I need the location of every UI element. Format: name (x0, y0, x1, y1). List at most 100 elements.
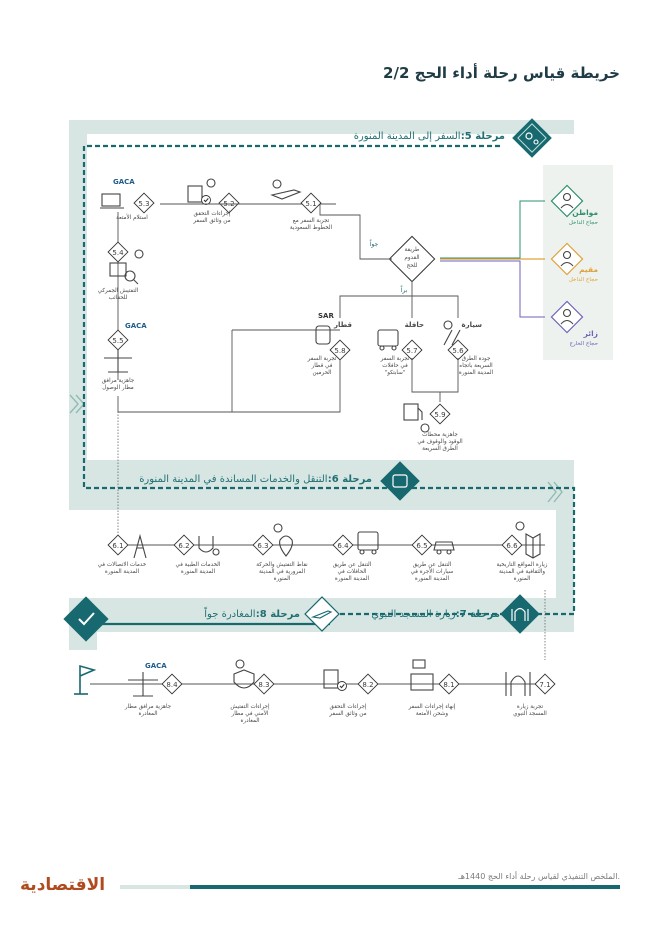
node-5-1: 5.1 تجربة السفر مع الخطوط السعودية (270, 179, 336, 231)
decision-line-1: طريقة (405, 247, 420, 253)
node-6-4-number: 6.4 (337, 542, 349, 550)
node-6-5-line-3: المدينة المنورة (415, 576, 450, 582)
svg-text:مرحلة 7: زيارة المسجد النب: مرحلة 7: زيارة المسجد النبوي (371, 609, 500, 620)
node-8-4-line-1: جاهزية مرافق مطار (124, 704, 172, 710)
footer-bar (190, 885, 620, 889)
node-5-3: GACA 5.3 استلام الأمتعة (100, 178, 155, 221)
node-6-3-number: 6.3 (257, 542, 268, 550)
airport-tower-icon (104, 350, 132, 373)
node-6-4: 6.4 التنقل عن طريق الحافلات في المدينة ا… (332, 531, 379, 582)
node-8-2-line-2: من وثائق السفر (328, 711, 366, 717)
node-5-4-line-2: للحقائب (109, 295, 128, 301)
node-7-1-line-1: تجربة زيارة (517, 704, 544, 710)
security-shield-icon (233, 669, 255, 689)
citizen-sub: حجاج الداخل (569, 220, 598, 226)
sar-logo: SAR (318, 312, 334, 320)
node-6-2-line-1: الخدمات الطبية في (176, 562, 221, 568)
stage8-badge (304, 596, 340, 632)
node-5-7: 5.7 تجربة السفر في حافلات "سابتكو" (377, 329, 423, 376)
stage5-badge (512, 118, 552, 158)
car-label: سيارة (461, 321, 482, 329)
node-6-2-line-2: المدينة المنورة (181, 569, 216, 575)
bag-icon (109, 262, 127, 277)
pilgrim-citizen: مواطن حجاج الداخل (550, 184, 598, 226)
node-6-3-line-3: المنورة (274, 576, 291, 582)
customs-emblem-icon (134, 249, 144, 259)
node-5-2-line-2: من وثائق السفر (192, 218, 230, 224)
check-icon (78, 612, 95, 626)
node-6-3-line-2: المرورية في المدينة (259, 569, 306, 575)
document-icon (187, 185, 203, 203)
node-8-4: GACA 8.4 جاهزية مرافق مطار المغادرة (124, 662, 183, 717)
node-5-4: 5.4 التفتيش الجمركي للحقائب (98, 241, 144, 301)
page-title: خريطة قياس رحلة أداء الحج 2/2 (383, 63, 620, 82)
left-band (69, 120, 87, 465)
node-6-5-line-2: سيارات الأجرة في (411, 567, 454, 575)
svg-text:مرحلة 8: المغادرة جواً: مرحلة 8: المغادرة جواً (204, 606, 300, 620)
node-8-1-number: 8.1 (443, 681, 454, 689)
air-branch-label: جواً (369, 240, 378, 248)
city-bus-icon (357, 531, 379, 551)
luggage-icon (101, 193, 121, 207)
node-6-6-line-1: زيارة المواقع التاريخية (497, 562, 548, 568)
svg-text:مرحلة 6: التنقل والخدمات ا: مرحلة 6: التنقل والخدمات المساندة في الم… (139, 474, 372, 485)
stage7-badge (500, 594, 540, 634)
node-8-4-line-2: المغادرة (138, 711, 157, 717)
train-label: قطار (333, 321, 352, 329)
node-6-5-number: 6.5 (416, 542, 427, 550)
node-5-6: 5.6 جودة الطرق السريعة باتجاه المدينة ال… (443, 320, 494, 376)
node-8-3-number: 8.3 (258, 681, 269, 689)
stage5-title: السفر إلى المدينة المنورة (354, 131, 461, 142)
node-5-1-number: 5.1 (305, 200, 316, 208)
chevron-right-icon (547, 481, 563, 503)
node-6-3-line-1: نقاط التفتيش والحركة (256, 561, 308, 568)
node-6-6-line-3: المنورة (514, 576, 531, 582)
map-pin-icon (525, 132, 533, 140)
node-8-1-line-2: وشحن الأمتعة (416, 709, 448, 717)
heritage-emblem-icon (515, 521, 525, 531)
node-6-2: 6.2 الخدمات الطبية في المدينة المنورة (173, 534, 221, 575)
gaca-logo-arrival: GACA (125, 322, 147, 330)
node-5-7-line-1: تجربة السفر (380, 356, 410, 362)
visitor-sub: حجاج الخارج (569, 341, 598, 347)
bus-label: حافلة (405, 321, 424, 329)
pilgrim-visitor: زائر حجاج الخارج (550, 300, 598, 347)
road-icon (443, 329, 461, 346)
node-6-6-number: 6.6 (506, 542, 518, 550)
node-6-1-number: 6.1 (112, 542, 123, 550)
node-5-7-line-2: في حافلات (382, 363, 408, 369)
bus-badge-icon (392, 474, 408, 488)
stage6-title: التنقل والخدمات المساندة في المدينة المن… (139, 474, 327, 485)
stage5-header-band (69, 120, 574, 134)
node-5-2: 5.2 إجراءات التحقق من وثائق السفر (187, 178, 240, 224)
node-5-4-number: 5.4 (112, 249, 124, 257)
node-5-8-line-1: تجربة السفر (307, 356, 337, 362)
node-5-2-line-1: إجراءات التحقق (194, 211, 231, 217)
airplane-icon (270, 189, 302, 200)
gaca-logo-top: GACA (113, 178, 135, 186)
land-branch-label: براً (400, 286, 408, 294)
journey-path-stage5 (82, 144, 500, 490)
taxi-icon (433, 541, 455, 551)
map-icon (525, 533, 541, 559)
land-connector (339, 281, 413, 318)
finish-flag (74, 664, 97, 695)
resident-title: مقيم (579, 265, 598, 274)
node-5-1-line-1: تجربة السفر مع (293, 218, 330, 224)
node-6-1: 6.1 خدمات الاتصالات في المدينة المنورة (98, 533, 147, 575)
stethoscope-icon (198, 536, 214, 553)
node-5-9: 5.9 جاهزية محطات الوقود والوقوف في الطرق… (403, 403, 463, 452)
arrival-method-decision: طريقة القدوم للحج (388, 235, 436, 283)
node-8-3-line-1: إجراءات التفتيش (230, 704, 270, 710)
resident-sub: حجاج الداخل (569, 277, 598, 283)
node-8-2-number: 8.2 (362, 681, 373, 689)
node-8-2: 8.2 إجراءات التحقق من وثائق السفر (323, 669, 379, 717)
stage5-label: مرحلة 5: (461, 131, 505, 142)
node-6-4-line-2: الحافلات في (338, 569, 367, 575)
road-authority-emblem-icon (443, 320, 453, 330)
resident-person-icon (562, 250, 572, 260)
node-5-7-line-3: "سابتكو" (385, 369, 406, 376)
node-5-9-number: 5.9 (434, 411, 445, 419)
node-8-1-line-1: إنهاء إجراءات السفر (408, 704, 456, 710)
